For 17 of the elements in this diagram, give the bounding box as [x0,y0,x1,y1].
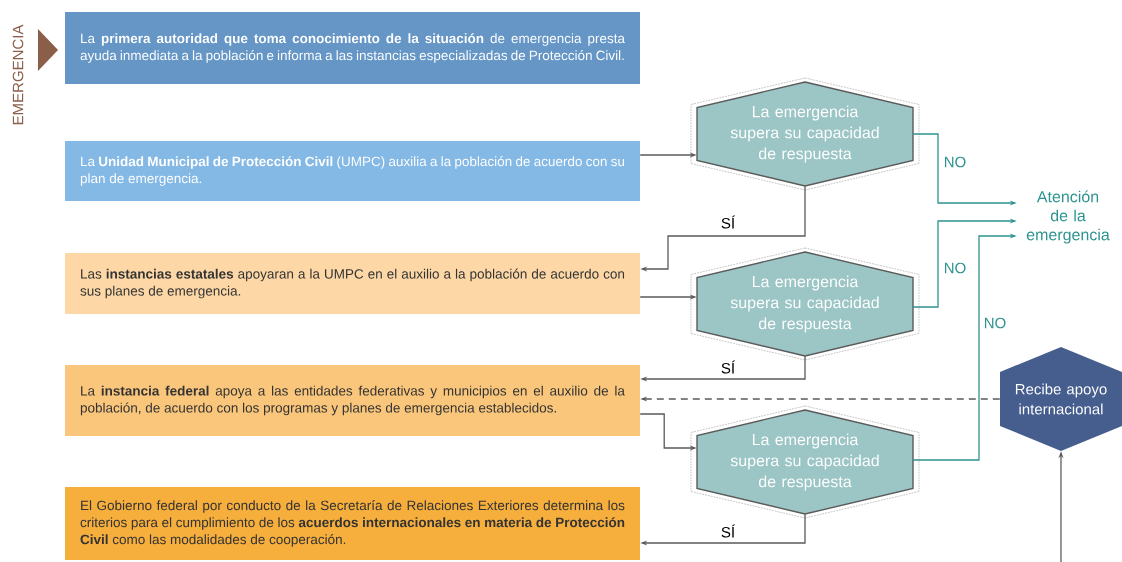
support-hexagon: Recibe apoyo internacional [1000,347,1122,451]
decision-hexagon: La emergencia supera su capacidad de respuesta [690,405,920,519]
edge-label: SÍ [719,523,737,539]
text-box: La Unidad Municipal de Protección Civil (UMPC) auxilia a la población de acuerdo con su plan de emergencia. [65,141,640,201]
edge-label: NO [942,155,968,169]
text-box: La instancia federal apoya a las entidades federativas y municipios en el auxilio de la población, de acuerdo con los programas y planes de emergencia establecidos. [65,365,640,436]
edge-label: SÍ [719,214,737,230]
edge-label: NO [942,261,968,275]
text-box: El Gobierno federal por conducto de la Secretaría de Relaciones Exteriores determina los criterios para el cumplimiento de los acuerdos internacionales en materia de Protección Civil como las modalidades de cooperación. [65,487,640,560]
edge-label: SÍ [719,359,737,375]
text-box: La primera autoridad que toma conocimiento de la situación de emergencia presta ayuda inmediata a la población e informa a las instancias especializadas de Protección Civil. [65,12,640,84]
decision-hexagon: La emergencia supera su capacidad de respuesta [690,77,920,191]
decision-hexagon: La emergencia supera su capacidad de respuesta [690,247,920,361]
outcome-text: Atención de la emergencia [1026,190,1110,244]
edge-label: NO [982,316,1008,330]
side-label: EMERGENCIA [12,24,24,125]
text-box: Las instancias estatales apoyaran a la UMPC en el auxilio a la población de acuerdo con sus planes de emergencia. [65,253,640,314]
